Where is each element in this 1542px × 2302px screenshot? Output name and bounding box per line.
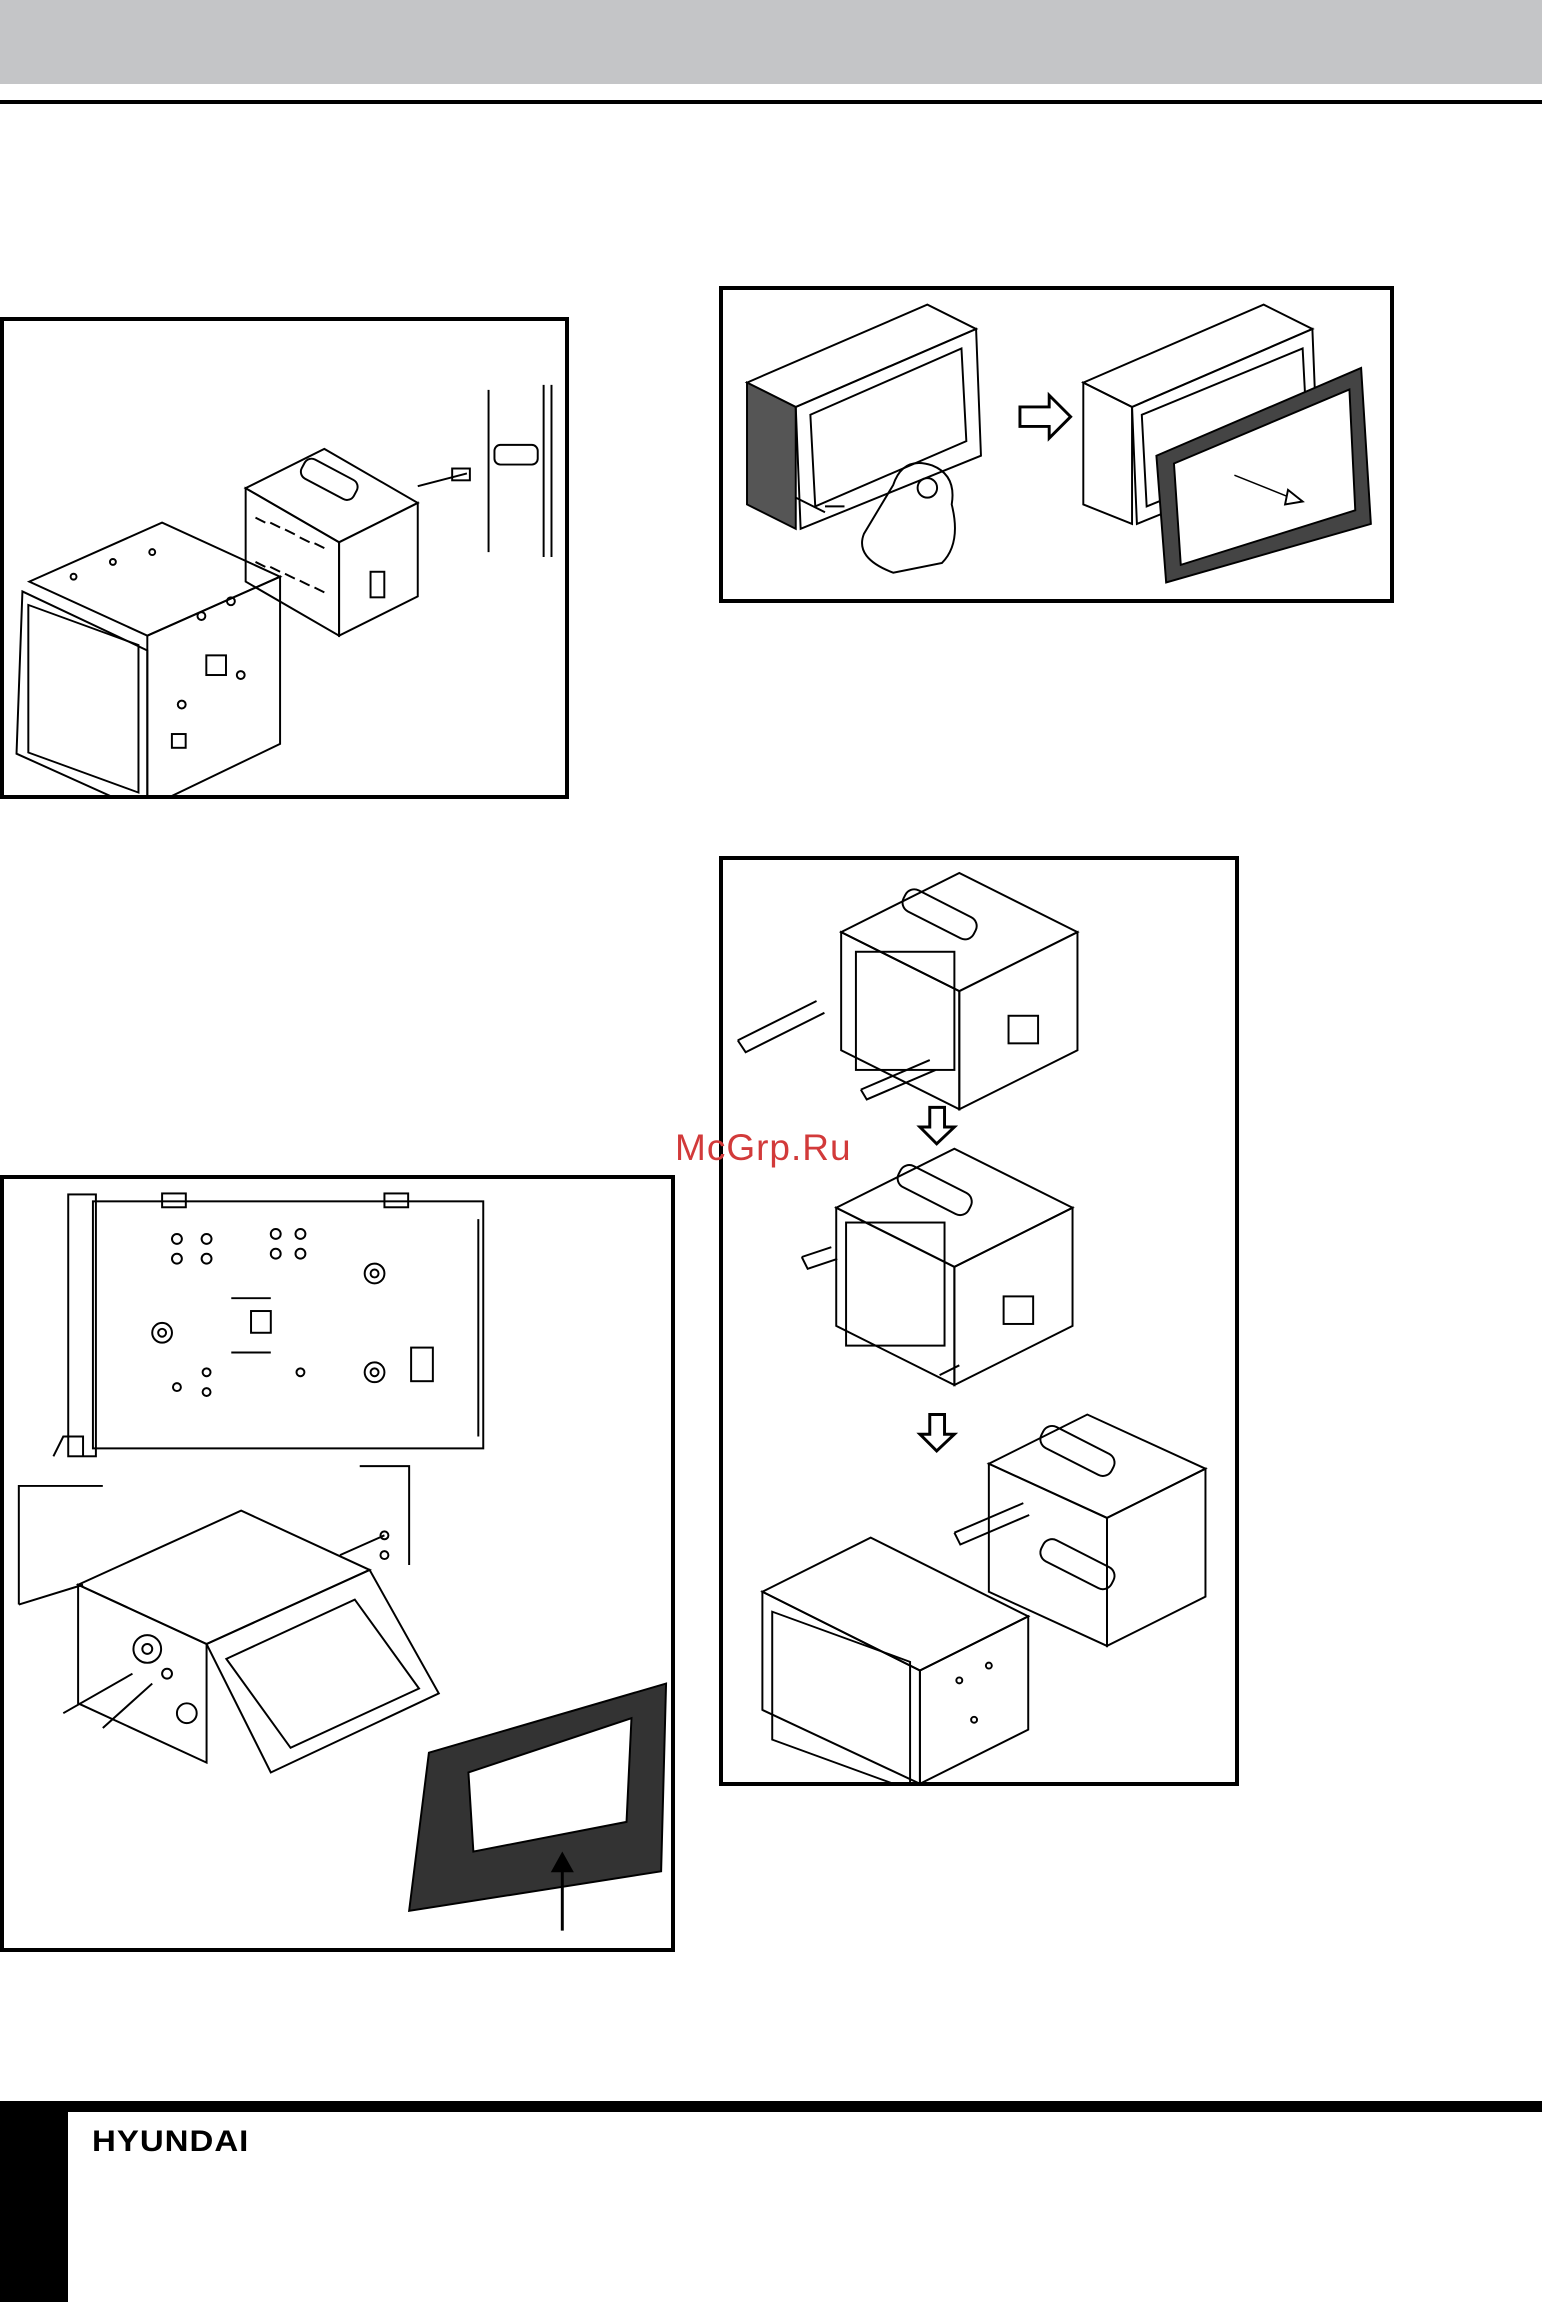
footer-rule bbox=[0, 2101, 1542, 2112]
side-mounting-drawing bbox=[4, 1179, 671, 1948]
trim-removal-drawing bbox=[723, 290, 1390, 599]
cage-install-drawing bbox=[4, 321, 565, 795]
figure-cage-install bbox=[0, 317, 569, 799]
footer-page-tab bbox=[0, 2101, 68, 2302]
hyundai-logo: HYUNDAI bbox=[92, 2124, 249, 2158]
figure-trim-frame-removal bbox=[719, 286, 1394, 603]
removal-keys-drawing bbox=[723, 860, 1235, 1782]
watermark-text: McGrp.Ru bbox=[675, 1127, 852, 1169]
header-rule bbox=[0, 100, 1542, 104]
figure-side-mounting bbox=[0, 1175, 675, 1952]
header-band bbox=[0, 0, 1542, 84]
figure-unit-removal-keys bbox=[719, 856, 1239, 1786]
